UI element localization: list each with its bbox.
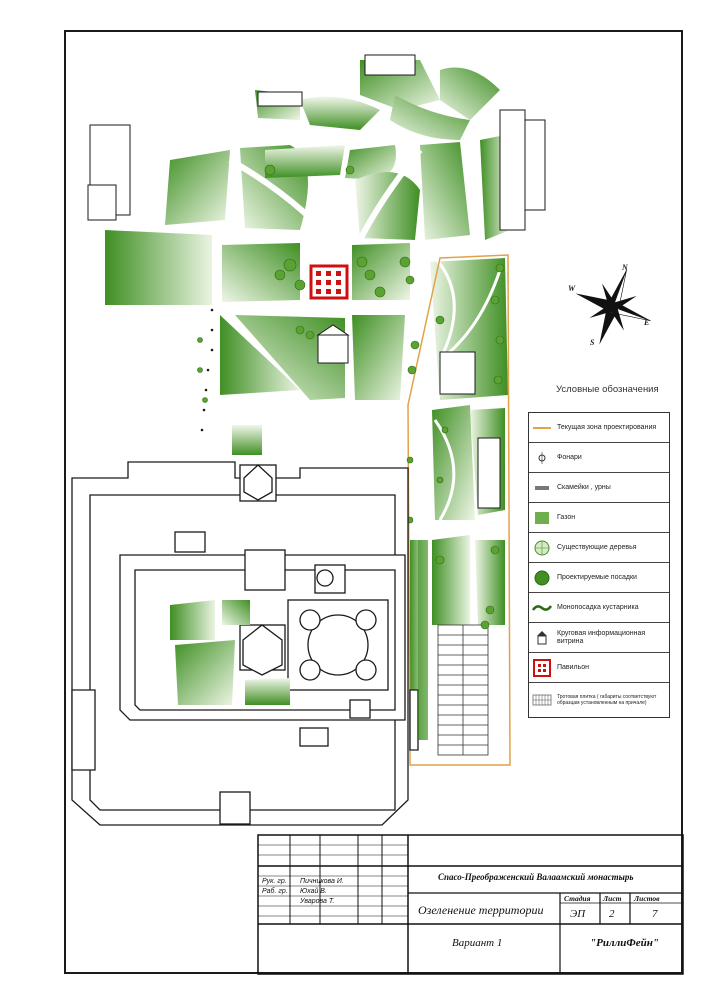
legend-item: Существующие деревья: [529, 533, 669, 563]
trees: [197, 164, 505, 630]
compass-south-label: S: [590, 338, 595, 347]
drawing-frame: [64, 30, 683, 974]
compass-east-label: E: [644, 318, 650, 327]
courtyard-lawns: [170, 600, 290, 705]
legend: Текущая зона проектирования Фонари Скаме…: [528, 412, 670, 718]
staff-role-1: Рук. гр.: [262, 878, 287, 885]
paths: [228, 148, 423, 313]
compass-north-label: N: [622, 263, 628, 272]
company-name: "РиллиФейн": [590, 937, 659, 949]
sheet-header: Лист: [603, 894, 622, 903]
pavilion: [309, 264, 349, 300]
legend-item: Тротовая плитка ( габариты соответствуют…: [529, 683, 669, 717]
legend-item: Павильон: [529, 653, 669, 683]
staff-name-1: Пичникова И.: [300, 878, 344, 885]
legend-item: Фонари: [529, 443, 669, 473]
sheets-header: Листов: [634, 894, 660, 903]
upper-buildings: [87, 54, 546, 509]
outer-greens: [232, 425, 428, 740]
parking-stripes: [437, 624, 489, 756]
project-title: Озеленение территории: [418, 903, 544, 917]
stage-header: Стадия: [564, 894, 591, 903]
staff-name-2: Юхай В.: [300, 888, 327, 895]
legend-title: Условные обозначения: [556, 384, 659, 395]
legend-item: Текущая зона проектирования: [529, 413, 669, 443]
legend-item: Скамейки , урны: [529, 473, 669, 503]
monastery-name: Спасо-Преображенский Валаамский монастыр…: [438, 872, 634, 882]
variant-label: Вариант 1: [452, 937, 503, 949]
compass-west-label: W: [568, 284, 576, 293]
staff-name-3: Уварова Т.: [300, 898, 335, 905]
compass-rose-icon: [575, 269, 651, 345]
sheets-value: 7: [652, 908, 658, 920]
legend-item: Проектируемые посадки: [529, 563, 669, 593]
legend-item: Круговая информационная витрина: [529, 623, 669, 653]
fence-dots: [200, 308, 214, 432]
upper-park: [105, 60, 510, 400]
stage-value: ЭП: [570, 908, 586, 920]
monastery: [71, 461, 419, 826]
legend-item: Монопосадка кустарника: [529, 593, 669, 623]
staff-role-2: Раб. гр.: [262, 888, 288, 895]
sheet-value: 2: [609, 908, 615, 920]
legend-item: Газон: [529, 503, 669, 533]
